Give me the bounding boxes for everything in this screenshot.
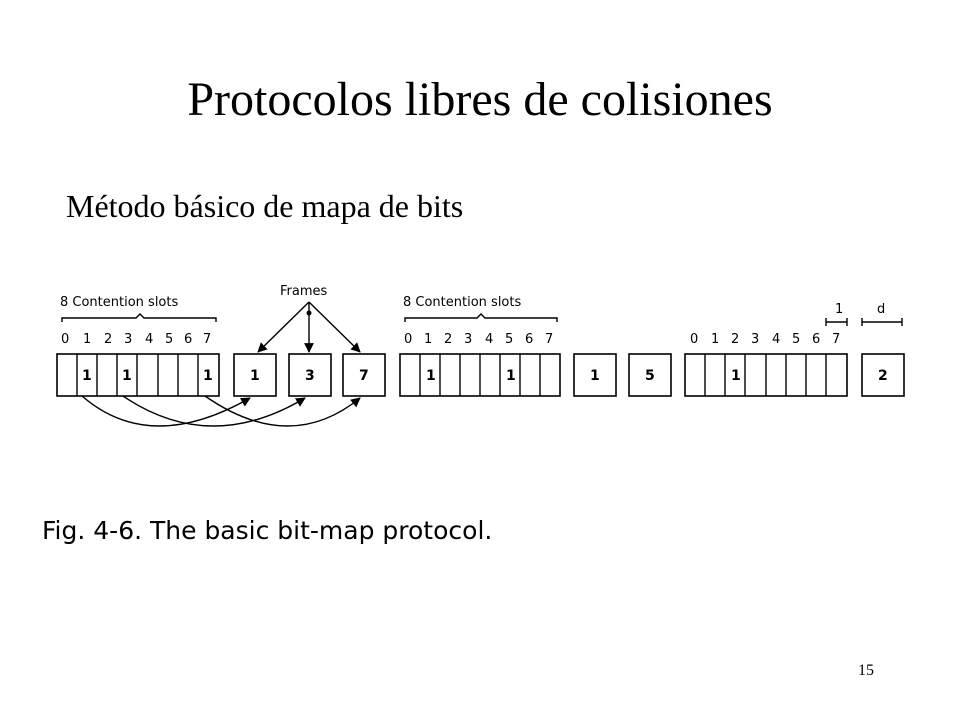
slot-number: 2 — [731, 332, 739, 347]
slide-title: Protocolos libres de colisiones — [187, 73, 773, 126]
brace-1 — [61, 313, 217, 322]
bit-time-indicator: 1 — [825, 302, 848, 326]
frames-3: 2 — [861, 353, 905, 397]
bitmap-slots-2: 1 1 — [399, 353, 561, 397]
frame-value: 1 — [590, 368, 600, 384]
slot-number: 2 — [444, 332, 452, 347]
frames-2: 1 5 — [573, 353, 672, 397]
slide-number: 15 — [858, 662, 874, 679]
bitmap-protocol-diagram: 8 Contention slots 0 1 2 3 4 5 6 7 1 1 1… — [56, 284, 905, 427]
bit-value: 1 — [122, 368, 132, 384]
slot-number: 1 — [83, 332, 91, 347]
slot-numbers-1: 0 1 2 3 4 5 6 7 — [61, 332, 211, 347]
slot-number: 0 — [690, 332, 698, 347]
frame-value: 7 — [359, 368, 369, 384]
brace-2 — [404, 313, 558, 322]
frame-value: 3 — [305, 368, 315, 384]
contention-label-2: 8 Contention slots — [403, 295, 521, 310]
bit-value: 1 — [82, 368, 92, 384]
slot-number: 7 — [832, 332, 840, 347]
contention-label-1: 8 Contention slots — [60, 295, 178, 310]
bitmap-slots-1: 1 1 1 — [56, 353, 220, 397]
frame-value: 5 — [645, 368, 655, 384]
frame-value: 2 — [878, 368, 888, 384]
slot-number: 1 — [711, 332, 719, 347]
frames-pointer-arrows — [257, 301, 361, 353]
slot-number: 5 — [792, 332, 800, 347]
slide-subtitle: Método básico de mapa de bits — [66, 188, 464, 224]
slot-number: 3 — [464, 332, 472, 347]
slot-number: 7 — [203, 332, 211, 347]
slot-number: 4 — [145, 332, 153, 347]
slot-number: 6 — [812, 332, 820, 347]
bit-value: 1 — [731, 368, 741, 384]
slot-number: 7 — [545, 332, 553, 347]
slot-number: 2 — [104, 332, 112, 347]
slot-number: 3 — [124, 332, 132, 347]
frames-label: Frames — [280, 284, 328, 299]
slot-numbers-3: 0 1 2 3 4 5 6 7 — [690, 332, 840, 347]
frame-length-indicator: d — [861, 302, 903, 326]
bit-value: 1 — [506, 368, 516, 384]
slot-number: 4 — [772, 332, 780, 347]
frame-value: 1 — [250, 368, 260, 384]
slot-number: 5 — [165, 332, 173, 347]
slot-number: 6 — [184, 332, 192, 347]
slot-number: 4 — [485, 332, 493, 347]
frame-length-label: d — [877, 302, 885, 317]
bit-value: 1 — [426, 368, 436, 384]
slot-number: 0 — [404, 332, 412, 347]
slot-number: 5 — [505, 332, 513, 347]
slot-number: 0 — [61, 332, 69, 347]
bit-value: 1 — [203, 368, 213, 384]
slot-numbers-2: 0 1 2 3 4 5 6 7 — [404, 332, 553, 347]
bitmap-slots-3: 1 — [684, 353, 848, 397]
bit-time-label: 1 — [835, 302, 843, 317]
figure-caption: Fig. 4-6. The basic bit-map protocol. — [42, 516, 493, 545]
slot-number: 6 — [525, 332, 533, 347]
slot-number: 3 — [751, 332, 759, 347]
frames-1: 1 3 7 — [233, 353, 386, 397]
bit-to-frame-arrows — [81, 395, 361, 427]
slot-number: 1 — [424, 332, 432, 347]
